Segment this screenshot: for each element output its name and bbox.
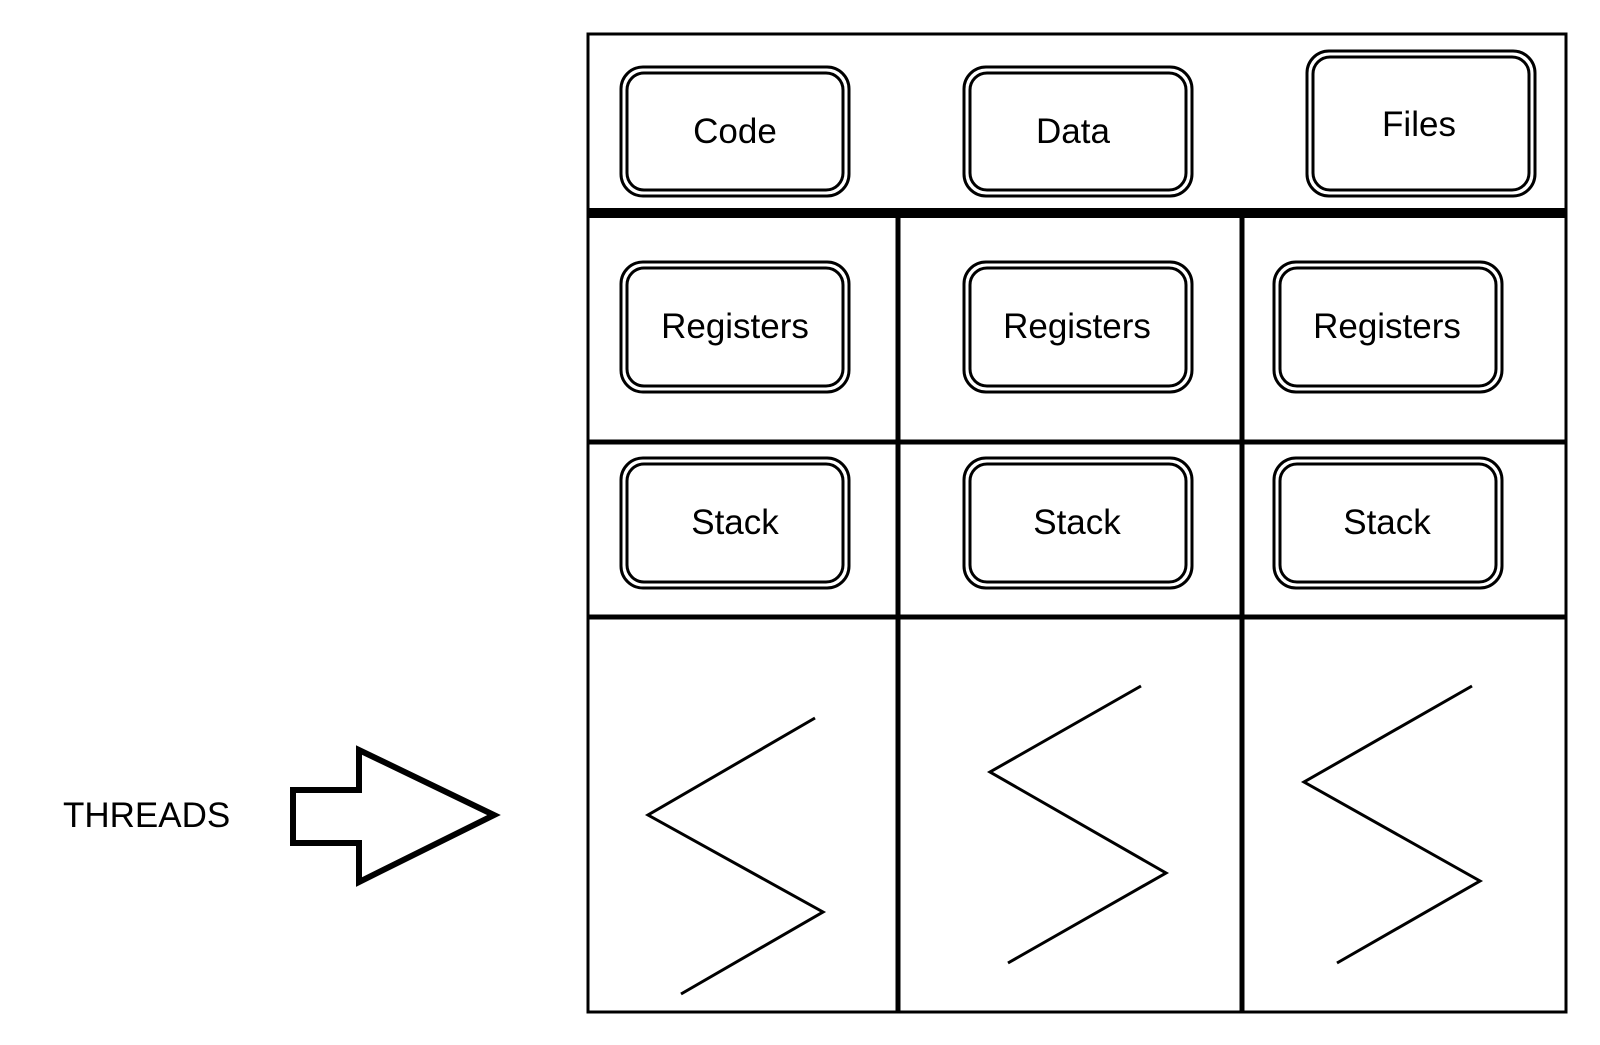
thread-1-squiggle-icon — [644, 716, 827, 996]
thread-3-registers-label: Registers — [1313, 307, 1461, 346]
thread-1-stack-box: Stack — [619, 456, 851, 590]
thread-3-squiggle-icon — [1300, 684, 1484, 965]
thread-3-stack-label: Stack — [1343, 503, 1431, 542]
files-label: Files — [1382, 105, 1456, 144]
code-label: Code — [693, 112, 777, 151]
threads-label: THREADS — [63, 796, 230, 835]
thread-1-registers-box: Registers — [619, 260, 851, 394]
thread-2-stack-label: Stack — [1033, 503, 1121, 542]
thread-3-registers-box: Registers — [1272, 260, 1504, 394]
thread-2-squiggle-icon — [986, 684, 1170, 965]
data-box: Data — [962, 65, 1194, 198]
thread-1-stack-label: Stack — [691, 503, 779, 542]
thread-2-registers-box: Registers — [962, 260, 1194, 394]
process-outline — [586, 32, 1568, 1014]
thread-2-registers-label: Registers — [1003, 307, 1151, 346]
files-box: Files — [1305, 49, 1537, 198]
code-box: Code — [619, 65, 851, 198]
data-label: Data — [1036, 112, 1110, 151]
thread-1-registers-label: Registers — [661, 307, 809, 346]
thread-3-stack-box: Stack — [1272, 456, 1504, 590]
right-arrow-icon — [290, 745, 501, 887]
thread-2-stack-box: Stack — [962, 456, 1194, 590]
